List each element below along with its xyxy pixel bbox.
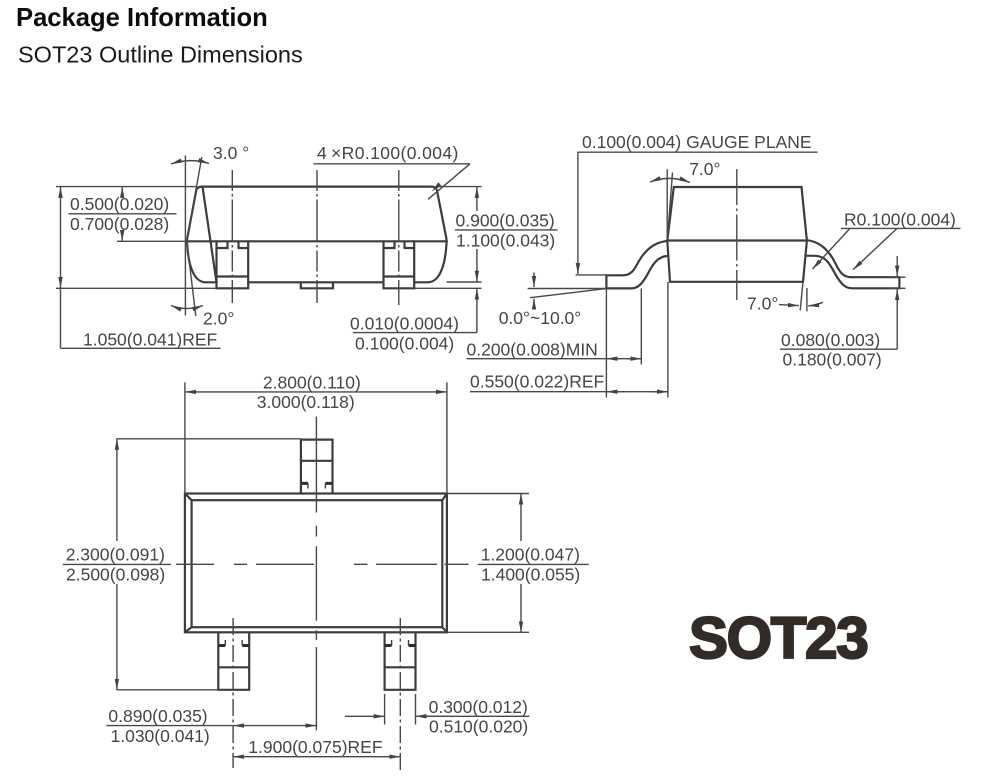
svg-text:2.800(0.110): 2.800(0.110) xyxy=(263,372,361,392)
svg-text:R0.100(0.004): R0.100(0.004) xyxy=(844,210,956,230)
svg-text:0.510(0.020): 0.510(0.020) xyxy=(429,717,528,737)
svg-text:2.300(0.091): 2.300(0.091) xyxy=(66,544,165,564)
svg-text:1.400(0.055): 1.400(0.055) xyxy=(481,564,580,584)
svg-text:1.200(0.047): 1.200(0.047) xyxy=(481,544,580,564)
svg-text:2.0°: 2.0° xyxy=(203,309,234,329)
svg-text:SOT23: SOT23 xyxy=(689,606,867,671)
svg-text:7.0°: 7.0° xyxy=(689,159,720,179)
svg-text:3.000(0.118): 3.000(0.118) xyxy=(257,392,355,412)
svg-text:4 ×R0.100(0.004): 4 ×R0.100(0.004) xyxy=(317,143,459,163)
svg-text:0.0°~10.0°: 0.0°~10.0° xyxy=(499,308,582,328)
svg-text:3.0 °: 3.0 ° xyxy=(213,143,249,163)
svg-text:0.010(0.0004): 0.010(0.0004) xyxy=(350,314,459,334)
svg-text:SOT23 Outline Dimensions: SOT23 Outline Dimensions xyxy=(18,42,303,68)
svg-text:0.080(0.003): 0.080(0.003) xyxy=(781,330,880,350)
svg-text:0.100(0.004): 0.100(0.004) xyxy=(355,333,454,353)
svg-text:1.100(0.043): 1.100(0.043) xyxy=(456,230,555,250)
svg-text:0.890(0.035): 0.890(0.035) xyxy=(108,706,207,726)
svg-text:Package Information: Package Information xyxy=(16,4,268,32)
svg-text:0.500(0.020): 0.500(0.020) xyxy=(70,194,169,214)
svg-text:0.900(0.035): 0.900(0.035) xyxy=(456,210,555,230)
svg-text:0.100(0.004) GAUGE PLANE: 0.100(0.004) GAUGE PLANE xyxy=(582,132,812,152)
svg-text:0.550(0.022)REF: 0.550(0.022)REF xyxy=(470,372,604,392)
svg-text:1.900(0.075)REF: 1.900(0.075)REF xyxy=(248,737,382,757)
svg-text:1.030(0.041): 1.030(0.041) xyxy=(111,726,210,746)
svg-text:0.200(0.008)MIN: 0.200(0.008)MIN xyxy=(467,340,598,360)
svg-text:0.700(0.028): 0.700(0.028) xyxy=(70,214,169,234)
svg-text:7.0°: 7.0° xyxy=(747,294,778,314)
svg-text:1.050(0.041)REF: 1.050(0.041)REF xyxy=(83,330,217,350)
svg-text:2.500(0.098): 2.500(0.098) xyxy=(66,564,165,584)
svg-text:0.300(0.012): 0.300(0.012) xyxy=(429,697,528,717)
svg-text:0.180(0.007): 0.180(0.007) xyxy=(783,350,882,370)
